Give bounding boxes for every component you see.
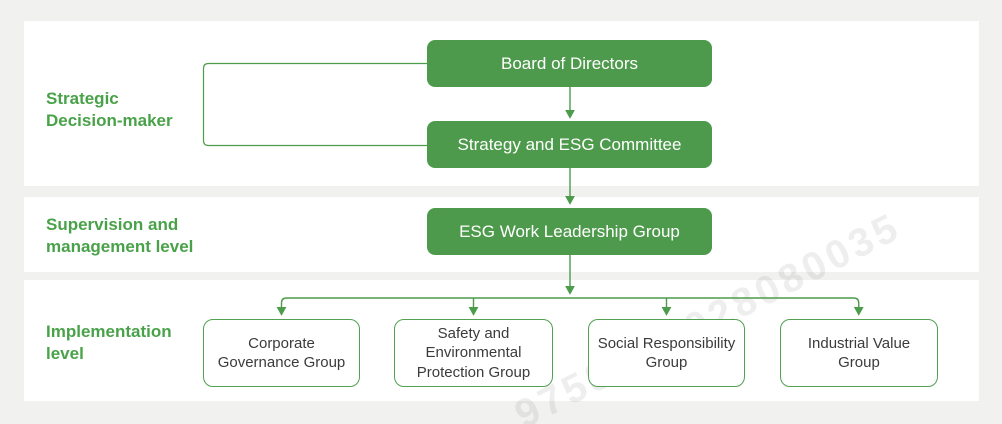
level-label-supervision: Supervision and management level [46, 215, 194, 257]
level-label-implementation: Implementation level [46, 322, 172, 364]
watermark-fragment: 7 [230, 0, 274, 2]
node-safety-environmental-protection-group: Safety and Environmental Protection Grou… [394, 319, 553, 387]
level-label-strategic: Strategic Decision-maker [46, 89, 173, 131]
node-board-of-directors: Board of Directors [427, 40, 712, 87]
node-social-responsibility-group: Social Responsibility Group [588, 319, 745, 387]
node-industrial-value-group: Industrial Value Group [780, 319, 938, 387]
node-strategy-esg-committee: Strategy and ESG Committee [427, 121, 712, 168]
node-esg-work-leadership-group: ESG Work Leadership Group [427, 208, 712, 255]
node-corporate-governance-group: Corporate Governance Group [203, 319, 360, 387]
